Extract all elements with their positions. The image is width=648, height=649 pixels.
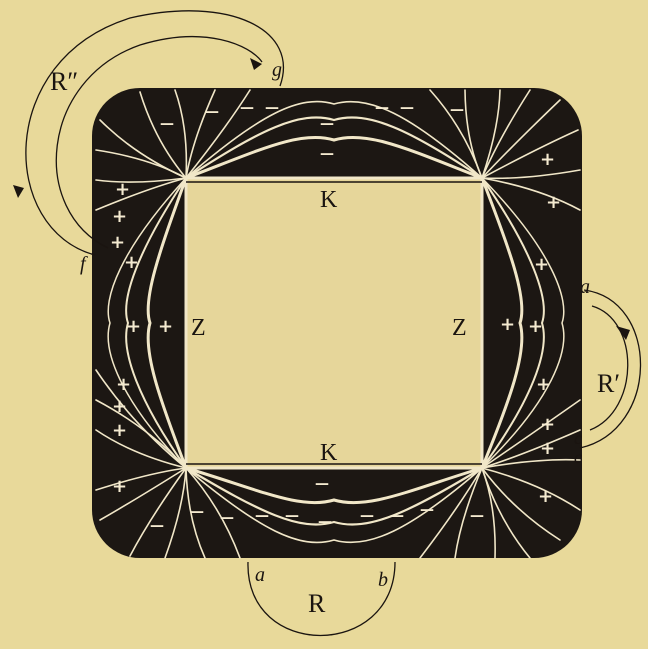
minus-sign: — (318, 514, 332, 530)
plus-sign: + (115, 179, 130, 200)
plus-sign: + (500, 314, 515, 335)
minus-sign: — (400, 100, 414, 116)
minus-sign: — (205, 104, 219, 120)
minus-sign: — (390, 508, 404, 524)
label-c-right-2: c (574, 447, 582, 467)
minus-sign: — (420, 502, 434, 518)
plus-sign: + (124, 252, 139, 273)
label-z-left: Z (191, 315, 206, 341)
plus-sign: + (112, 420, 127, 441)
plus-sign: + (536, 374, 551, 395)
plus-sign: + (158, 316, 173, 337)
label-k-bottom: K (320, 440, 338, 466)
minus-sign: — (190, 504, 204, 520)
minus-sign: — (360, 508, 374, 524)
minus-sign: — (285, 508, 299, 524)
plus-sign: + (110, 232, 125, 253)
minus-sign: — (375, 100, 389, 116)
label-a-bottom: a (255, 564, 265, 586)
label-a-right: a (580, 276, 590, 298)
minus-sign: — (320, 146, 334, 162)
plus-sign: + (112, 396, 127, 417)
label-c-right: c (574, 428, 582, 448)
arrow-head-f (13, 185, 24, 198)
label-r-double-prime: R″ (50, 67, 78, 96)
inner-square (186, 178, 482, 468)
plus-sign: + (126, 316, 141, 337)
plus-sign: + (540, 438, 555, 459)
minus-sign: — (450, 102, 464, 118)
label-g: g (272, 59, 282, 81)
plus-sign: + (538, 486, 553, 507)
minus-sign: — (470, 508, 484, 524)
arc-r-prime-inner (590, 306, 628, 430)
plus-sign: + (540, 149, 555, 170)
minus-sign: — (315, 476, 329, 492)
plus-sign: + (540, 414, 555, 435)
minus-sign: — (160, 116, 174, 132)
minus-sign: — (220, 510, 234, 526)
plus-sign: + (546, 192, 561, 213)
plus-sign: + (528, 316, 543, 337)
minus-sign: — (265, 100, 279, 116)
minus-sign: — (320, 116, 334, 132)
plus-sign: + (116, 374, 131, 395)
plus-sign: + (112, 476, 127, 497)
label-r-prime: R′ (597, 369, 620, 398)
label-b-bottom: b (378, 569, 388, 591)
label-f: f (80, 253, 88, 275)
label-r: R (308, 589, 326, 618)
label-k-top: K (320, 187, 338, 213)
minus-sign: — (150, 518, 164, 534)
minus-sign: — (240, 100, 254, 116)
plus-sign: + (534, 254, 549, 275)
label-z-right: Z (452, 315, 467, 341)
minus-sign: — (255, 508, 269, 524)
plus-sign: + (112, 206, 127, 227)
